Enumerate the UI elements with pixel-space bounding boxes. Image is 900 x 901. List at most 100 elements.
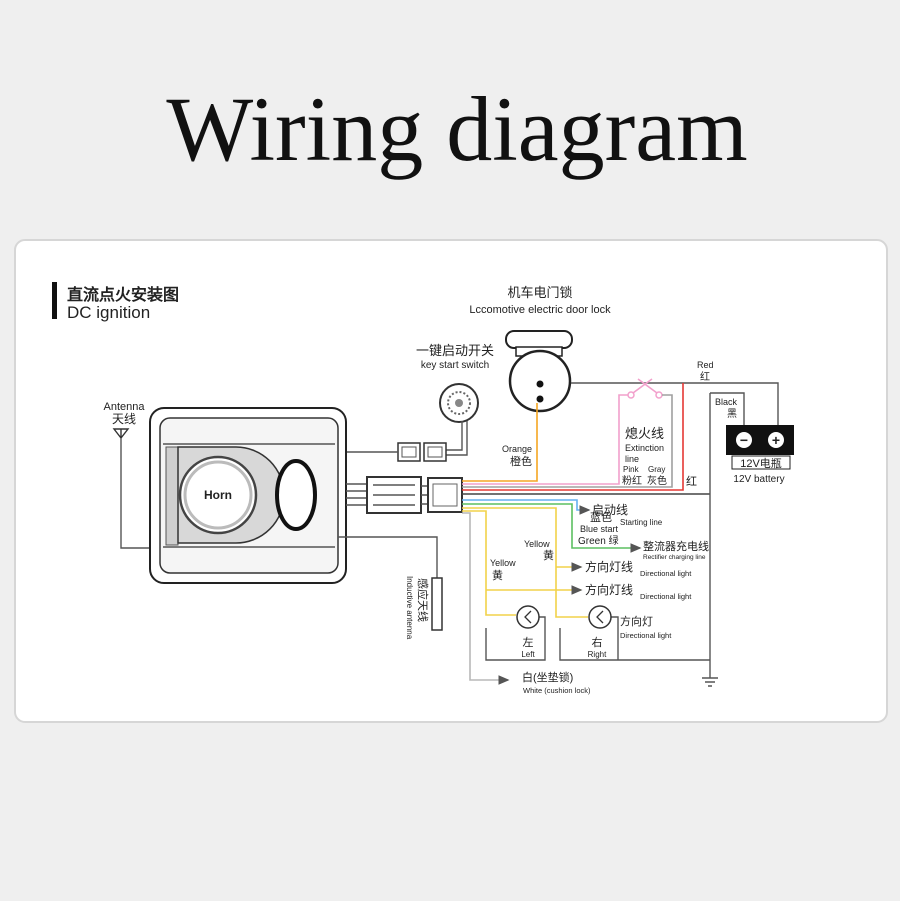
starting-line-label-en: Starting line: [620, 518, 663, 527]
directional-light-title-zh: 方向灯: [620, 614, 653, 628]
ground-icon: [702, 677, 718, 687]
key-switch-knurl: [447, 391, 471, 415]
page-title: Wiring diagram: [166, 78, 747, 180]
key-start-switch: 一键启动开关 key start switch: [346, 343, 494, 462]
battery-label-box: [731, 455, 791, 470]
harness-connector: [346, 476, 463, 514]
white-wire: [462, 512, 510, 685]
harness-socket-ribs: [373, 484, 415, 506]
harness-leads: [346, 483, 367, 506]
ground: [702, 392, 745, 687]
battery-positive-terminal: [768, 432, 784, 448]
blue-label-en: Blue start: [580, 524, 619, 534]
directional-line-2-label-en: Directional light: [640, 592, 692, 601]
red-wire: [462, 383, 684, 491]
door-lock-label-en: Lccomotive electric door lock: [469, 304, 611, 316]
black-label-zh: 黑: [727, 408, 737, 420]
key-switch-plug-pins: [427, 446, 443, 458]
cut-handle-right: [655, 391, 663, 399]
header-title-en: DC ignition: [67, 303, 150, 322]
black-label-en: Black: [715, 397, 738, 407]
yellow-1-label-en: Yellow: [524, 539, 550, 549]
inductive-antenna: 感应天线 Inductive antenna: [338, 536, 443, 640]
harness-joint: [421, 485, 428, 505]
battery-plus-sign: +: [772, 432, 780, 448]
orange-label-zh: 橙色: [510, 454, 532, 468]
horn-label: Horn: [204, 488, 232, 502]
door-lock-label-zh: 机车电门锁: [507, 285, 572, 300]
pink-label-en: Pink: [623, 465, 640, 474]
diagram-header: 直流点火安装图 DC ignition: [52, 282, 179, 322]
directional-line-2-label-zh: 方向灯线: [585, 582, 633, 597]
directional-lights: 左 Left 右 Right 方向灯 Directional light: [485, 605, 710, 661]
horn-icon: [178, 455, 258, 535]
inductive-antenna-label-zh: 感应天线: [416, 578, 430, 622]
key-switch-cable-2: [446, 421, 468, 456]
inductive-antenna-wire: [338, 536, 438, 578]
door-lock-cap: [505, 330, 573, 349]
extinction-label-en-2: line: [625, 454, 639, 464]
battery-minus-sign: −: [740, 432, 748, 448]
main-supply-line: [571, 382, 779, 425]
ground-line: [709, 392, 745, 678]
red-label-en: Red: [697, 360, 714, 370]
key-switch-socket-pins: [401, 446, 417, 458]
left-light-chevron-icon: [524, 610, 532, 624]
left-light-circuit: [485, 616, 546, 661]
alarm-main-unit: Horn: [149, 407, 347, 584]
left-light-label-en: Left: [521, 650, 535, 659]
yellow-wire-1: [462, 507, 588, 618]
right-light-circuit: [559, 616, 710, 661]
antenna: Antenna 天线: [104, 401, 152, 549]
directional-line-1-label-en: Directional light: [640, 569, 692, 578]
left-light-label-zh: 左: [523, 636, 534, 649]
right-light-icon: [588, 605, 612, 629]
door-lock: 机车电门锁 Lccomotive electric door lock: [469, 285, 611, 413]
blue-label-zh: 蓝色: [590, 510, 612, 524]
key-switch-plug: [423, 442, 447, 462]
antenna-icon: [112, 428, 130, 440]
antenna-label-zh: 天线: [112, 412, 136, 426]
green-label: Green 绿: [578, 534, 619, 547]
right-light-label-en: Right: [588, 650, 607, 659]
unit-led-window: [275, 459, 317, 531]
rectifier-label-zh: 整流器充电线: [643, 539, 709, 553]
white-label-en: White (cushion lock): [523, 686, 591, 695]
key-switch-center: [455, 399, 463, 407]
extinction-label-en-1: Extinction: [625, 443, 664, 453]
key-switch-label-zh: 一键启动开关: [416, 343, 494, 358]
key-switch-cable: [446, 421, 463, 451]
blue-wire: [462, 499, 591, 515]
extinction-label-zh: 熄火线: [625, 426, 664, 441]
inductive-antenna-label-en: Inductive antenna: [405, 576, 414, 640]
door-lock-terminal-bottom: [536, 395, 544, 403]
gray-wire: [462, 394, 673, 488]
key-switch-socket: [397, 442, 421, 462]
red-bundle-label-zh: 红: [686, 475, 697, 488]
orange-label-en: Orange: [502, 444, 532, 454]
cut-handle-left: [627, 391, 635, 399]
battery-label-zh: 12V电瓶: [740, 456, 782, 470]
yellow-wire-2: [462, 510, 516, 616]
gray-label-zh: 灰色: [647, 474, 667, 487]
unit-panel-lines: [163, 443, 335, 548]
green-wire: [462, 503, 642, 553]
extinction-cut-icon: [627, 378, 663, 399]
harness-plug-pins: [432, 483, 458, 507]
pink-label-zh: 粉红: [622, 474, 642, 487]
inductive-antenna-coil: [431, 577, 443, 631]
battery-negative-terminal: [736, 432, 752, 448]
yellow-2-label-en: Yellow: [490, 558, 516, 568]
left-light-icon: [516, 605, 540, 629]
orange-wire: [462, 403, 538, 482]
unit-side-panel: [165, 446, 179, 546]
header-bar: [52, 282, 57, 319]
yellow-1-label-zh: 黄: [543, 548, 554, 562]
antenna-wire: [120, 438, 152, 549]
battery-label-en: 12V battery: [733, 474, 784, 485]
battery: − + 12V电瓶 12V battery: [726, 425, 794, 485]
directional-light-title-en: Directional light: [620, 631, 672, 640]
cut-blades: [632, 378, 658, 394]
pink-wire: [462, 394, 628, 485]
